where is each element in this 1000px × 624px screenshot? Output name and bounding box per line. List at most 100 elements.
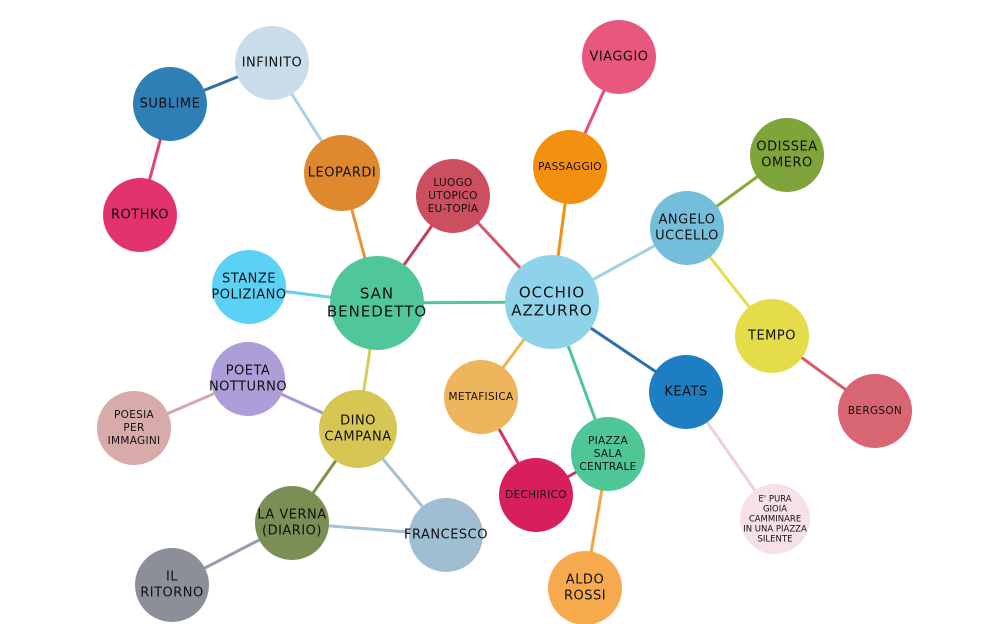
node-circle-poesia [97,391,171,465]
node-label-aldo-rossi: ROSSI [564,589,606,604]
node-label-leopardi: LEOPARDI [308,166,376,181]
node-label-piazza: CENTRALE [579,461,636,473]
node-label-aldo-rossi: ALDO [566,573,604,588]
node-circle-bergson [838,374,912,448]
node-circle-gioia [740,484,810,554]
node-label-il-ritorno: IL [166,570,178,585]
node-label-gioia: GIOIA [763,505,787,515]
node-dechirico: DECHIRICO [499,458,573,532]
node-label-san-benedetto: SAN [360,285,394,303]
node-label-san-benedetto: BENEDETTO [327,303,427,321]
node-label-odissea: OMERO [761,156,812,171]
node-circle-tempo [735,299,809,373]
node-circle-passaggio [533,130,607,204]
node-label-sublime: SUBLIME [140,97,201,112]
node-tempo: TEMPO [735,299,809,373]
node-label-occhio: AZZURRO [511,302,592,320]
node-circle-odissea [750,118,824,192]
node-circle-dechirico [499,458,573,532]
node-keats: KEATS [649,355,723,429]
node-label-luogo: LUOGO [433,177,472,189]
node-infinito: INFINITO [235,26,309,100]
node-label-luogo: UTOPICO [428,190,478,202]
node-label-keats: KEATS [664,385,707,400]
node-circle-luogo [416,159,490,233]
node-label-gioia: CAMMINARE [749,515,801,525]
node-label-poeta: NOTTURNO [209,380,287,395]
node-circle-rothko [103,178,177,252]
node-label-il-ritorno: RITORNO [140,586,204,601]
node-label-bergson: BERGSON [848,405,902,417]
node-label-dino: CAMPANA [324,430,391,445]
node-viaggio: VIAGGIO [582,20,656,94]
node-label-gioia: IN UNA PIAZZA [743,525,807,535]
node-circle-occhio [505,255,599,349]
node-label-stanze: STANZE [222,272,276,287]
node-circle-stanze [212,250,286,324]
node-circle-angelo [650,191,724,265]
node-label-occhio: OCCHIO [519,284,585,302]
node-sublime: SUBLIME [133,67,207,141]
node-label-angelo: ANGELO [659,213,716,228]
node-label-infinito: INFINITO [242,56,303,71]
node-label-gioia: SILENTE [758,535,793,545]
node-circle-dino [319,390,397,468]
node-label-angelo: UCCELLO [655,229,719,244]
node-circle-poeta [211,342,285,416]
node-circle-keats [649,355,723,429]
node-circle-aldo-rossi [548,551,622,624]
node-label-gioia: E' PURA [758,495,791,505]
node-label-dino: DINO [340,414,376,429]
node-circle-sublime [133,67,207,141]
concept-nodes: INFINITO SUBLIME ROTHKO LEOPARDI LUOGOUTOPIC… [97,20,912,624]
node-circle-viaggio [582,20,656,94]
node-label-poesia: POESIA [114,409,154,421]
node-label-dechirico: DECHIRICO [505,489,567,501]
node-label-poesia: PER [123,422,144,434]
node-rothko: ROTHKO [103,178,177,252]
node-passaggio: PASSAGGIO [533,130,607,204]
node-circle-san-benedetto [330,256,424,350]
node-circle-infinito [235,26,309,100]
node-label-francesco: FRANCESCO [404,528,488,543]
node-label-la-verna: LA VERNA [257,508,326,523]
node-circle-la-verna [255,486,329,560]
node-label-metafisica: METAFISICA [449,391,514,403]
node-label-piazza: SALA [594,448,623,460]
node-label-piazza: PIAZZA [588,435,628,447]
node-label-viaggio: VIAGGIO [589,50,648,65]
node-label-poeta: POETA [226,364,271,379]
node-label-rothko: ROTHKO [111,208,169,223]
node-la-verna: LA VERNA(DIARIO) [255,486,329,560]
node-metafisica: METAFISICA [444,360,518,434]
node-label-odissea: ODISSEA [756,140,817,155]
node-label-stanze: POLIZIANO [211,288,286,303]
node-label-tempo: TEMPO [747,329,796,344]
node-label-passaggio: PASSAGGIO [538,161,602,173]
node-label-la-verna: (DIARIO) [262,524,322,539]
node-circle-piazza [571,417,645,491]
node-circle-metafisica [444,360,518,434]
node-label-poesia: IMMAGINI [108,435,161,447]
node-leopardi: LEOPARDI [304,135,380,211]
node-francesco: FRANCESCO [404,498,488,572]
node-label-luogo: EU-TOPIA [428,203,479,215]
node-circle-leopardi [304,135,380,211]
node-bergson: BERGSON [838,374,912,448]
node-circle-francesco [409,498,483,572]
node-circle-il-ritorno [135,548,209,622]
